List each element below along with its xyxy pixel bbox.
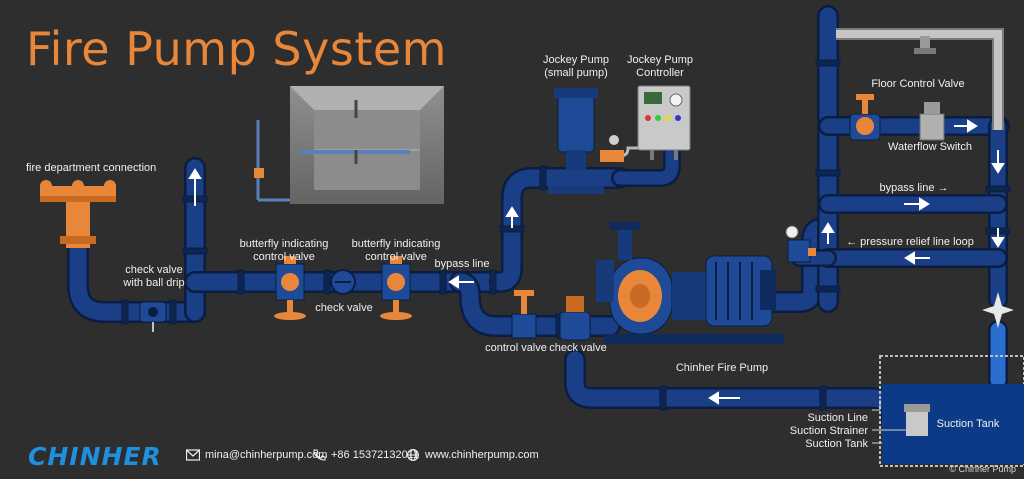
contact-email[interactable]: mina@chinherpump.com — [186, 449, 327, 461]
label-check-valve-ball-drip: check valve with ball drip — [123, 264, 185, 289]
envelope-icon — [186, 449, 200, 461]
building-room-illustration — [254, 86, 444, 204]
control-valve — [511, 290, 537, 339]
label-leader-lines — [872, 400, 906, 444]
pressure-gauge — [785, 225, 816, 263]
fire-department-connection — [40, 180, 116, 248]
jockey-pump — [548, 88, 619, 194]
label-floor-control-valve: Floor Control Valve — [871, 78, 965, 90]
label-butterfly-valve-2: butterfly indicating control valve — [351, 238, 441, 263]
check-valve-ball-drip — [139, 301, 167, 332]
jockey-pump-controller — [600, 85, 691, 162]
label-check-valve-mid: check valve — [315, 302, 373, 314]
label-suction-strainer: Suction Strainer — [789, 425, 868, 437]
label-fire-pump: Chinher Fire Pump — [675, 362, 769, 374]
main-pipe-network — [67, 5, 1010, 429]
check-valve-mid — [330, 269, 356, 295]
check-valve-pump — [559, 296, 591, 341]
label-suction-line: Suction Line — [807, 412, 868, 424]
brand-logo: CHINHER — [28, 442, 162, 471]
copyright-text: © Chinher Pump — [949, 464, 1016, 474]
flow-arrows — [188, 119, 1005, 405]
label-jockey-pump-controller: Jockey Pump Controller — [626, 54, 694, 79]
fire-pump — [596, 222, 784, 344]
globe-icon — [407, 449, 419, 461]
waterflow-switch — [919, 102, 945, 141]
label-pressure-relief-line: ← pressure relief line loop — [846, 236, 974, 248]
contact-website-text: www.chinherpump.com — [425, 449, 539, 461]
contact-website[interactable]: www.chinherpump.com — [406, 449, 539, 461]
phone-icon — [313, 449, 326, 461]
label-butterfly-valve-1: butterfly indicating control valve — [239, 238, 329, 263]
label-bypass-line-left: bypass line — [434, 258, 490, 270]
floor-control-valve — [849, 94, 881, 141]
label-jockey-pump: Jockey Pump (small pump) — [542, 54, 610, 79]
butterfly-valve-1 — [274, 256, 306, 320]
suction-tank — [879, 355, 1024, 467]
page-title: Fire Pump System — [26, 22, 447, 76]
butterfly-valve-2 — [380, 256, 412, 320]
label-check-valve-pump: check valve — [549, 342, 607, 354]
contact-phone[interactable]: +86 15372132011 — [312, 449, 419, 461]
label-suction-tank-pointer: Suction Tank — [805, 438, 868, 450]
label-suction-tank: Suction Tank — [936, 418, 1000, 430]
contact-phone-text: +86 15372132011 — [331, 449, 420, 461]
label-fire-department-connection: fire department connection — [26, 162, 157, 174]
contact-email-text: mina@chinherpump.com — [205, 449, 328, 461]
sprinkler-pipe-network — [836, 28, 1004, 130]
label-waterflow-switch: Waterflow Switch — [888, 141, 972, 153]
label-control-valve: control valve — [485, 342, 547, 354]
label-bypass-line-right: bypass line → — [879, 182, 949, 194]
